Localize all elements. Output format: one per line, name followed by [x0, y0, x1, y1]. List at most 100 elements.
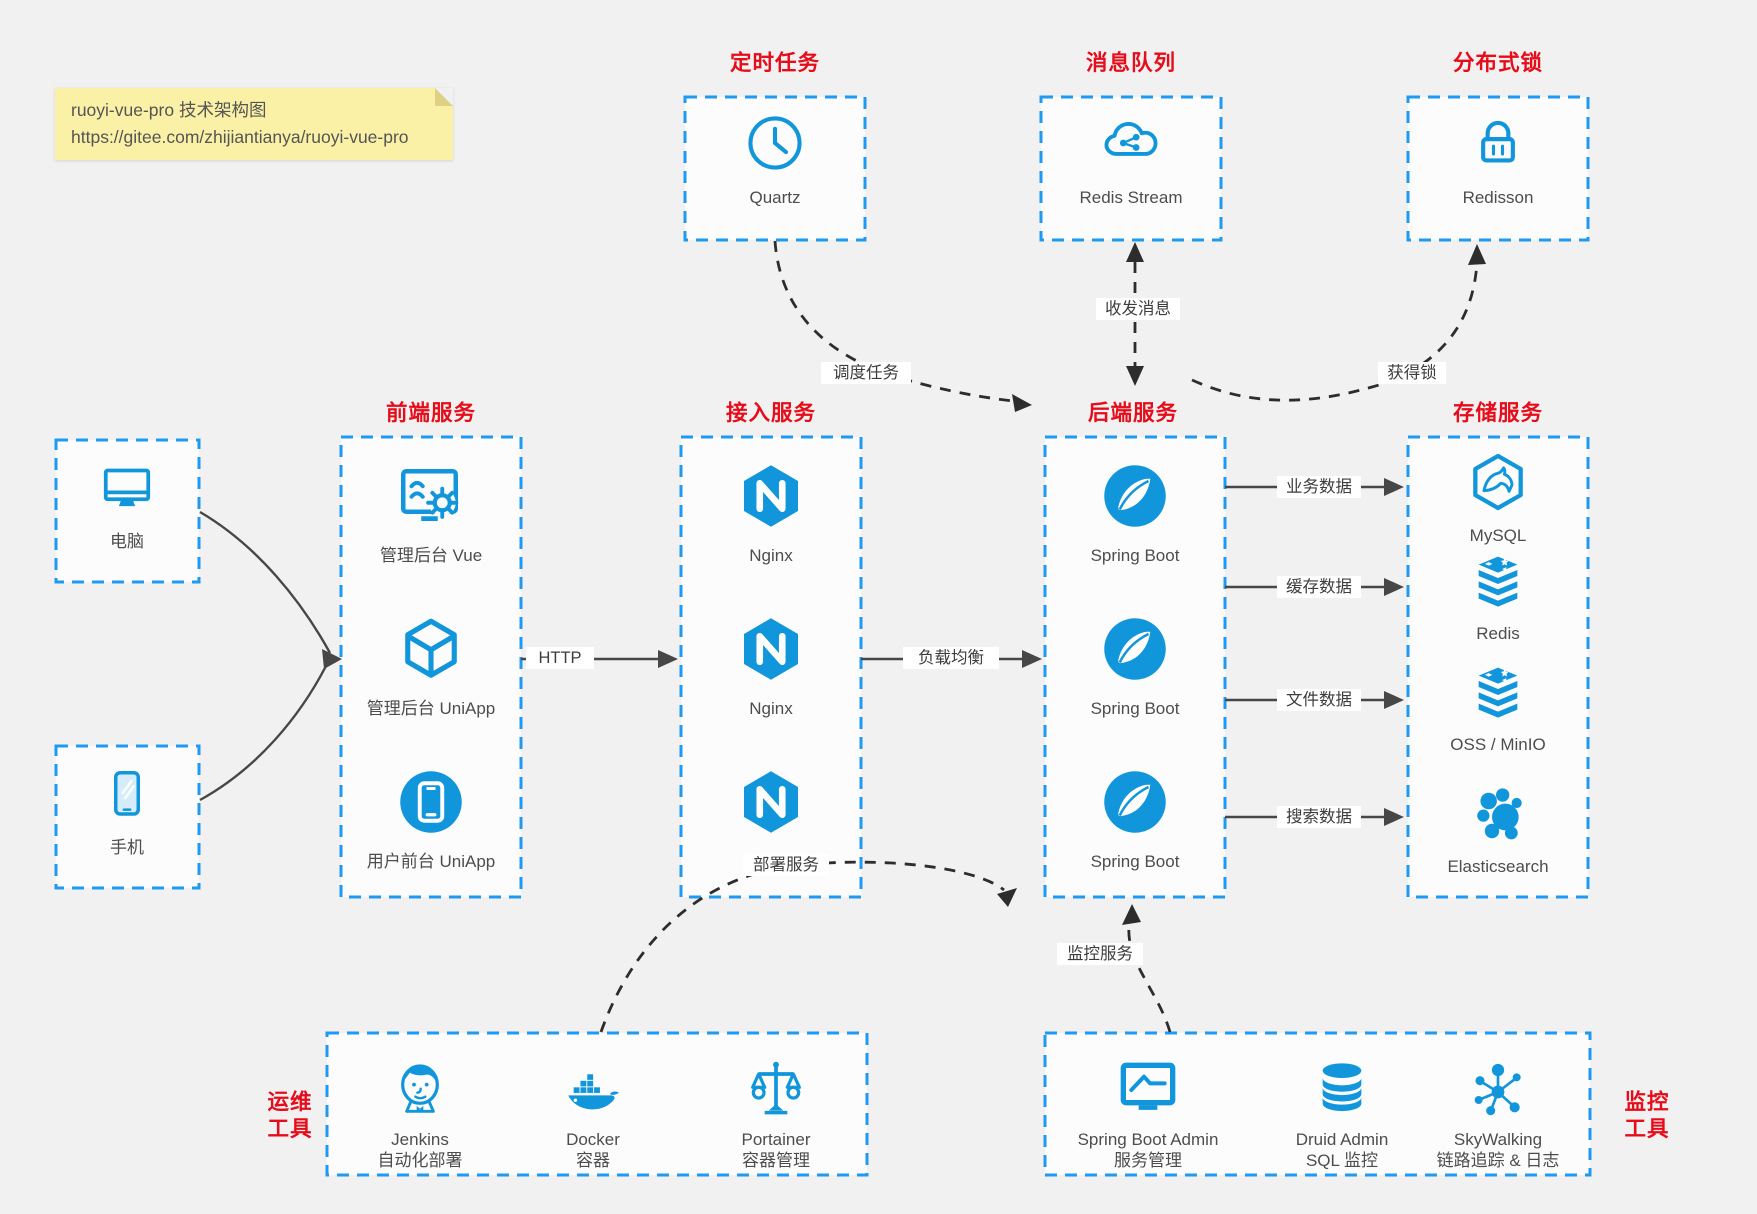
node-label: Spring Boot [1090, 699, 1180, 718]
network-nodes-icon [1466, 1056, 1530, 1120]
node-oss-minio: OSS / MinIO [1413, 659, 1583, 755]
node-skywalking: SkyWalking 链路追踪 & 日志 [1403, 1056, 1593, 1171]
node-sublabel: 自动化部署 [377, 1151, 463, 1170]
node-docker: Docker 容器 [508, 1056, 678, 1171]
node-nginx-1: Nginx [686, 460, 856, 566]
node-sublabel: 容器 [576, 1151, 610, 1170]
node-sublabel: SQL 监控 [1305, 1151, 1379, 1170]
group-box-mq [1039, 95, 1223, 242]
node-label: 电脑 [110, 532, 144, 551]
note-title: ruoyi-vue-pro 技术架构图 [71, 100, 267, 120]
edge-label-messages: 收发消息 [1096, 298, 1180, 320]
node-label: MySQL [1469, 526, 1527, 545]
desktop-icon [97, 458, 157, 518]
node-elasticsearch: Elasticsearch [1413, 781, 1583, 877]
group-box-pc [54, 438, 201, 584]
edge-label-business-data: 业务数据 [1277, 476, 1361, 498]
node-label: Spring Boot Admin [1077, 1130, 1219, 1149]
node-redis-stream: Redis Stream [1061, 112, 1201, 208]
node-redis: Redis [1413, 548, 1583, 644]
jenkins-icon [388, 1056, 452, 1120]
node-jenkins: Jenkins 自动化部署 [335, 1056, 505, 1171]
node-mysql: MySQL [1413, 450, 1583, 546]
node-label: Portainer [741, 1130, 811, 1149]
title-lock: 分布式锁 [1452, 51, 1543, 75]
spring-leaf-icon [1099, 766, 1171, 838]
node-label: Elasticsearch [1447, 857, 1549, 876]
title-frontend: 前端服务 [385, 401, 476, 425]
edge-label-file-data: 文件数据 [1277, 689, 1361, 711]
spring-leaf-icon [1099, 613, 1171, 685]
nginx-icon [735, 613, 807, 685]
cube-icon [395, 613, 467, 685]
node-redisson: Redisson [1428, 112, 1568, 208]
node-springboot-2: Spring Boot [1050, 613, 1220, 719]
node-sublabel: 链路追踪 & 日志 [1436, 1151, 1560, 1170]
edge-label-monitor: 监控服务 [1057, 943, 1143, 965]
title-mq: 消息队列 [1085, 51, 1176, 75]
nginx-icon [735, 766, 807, 838]
clock-icon [744, 112, 806, 174]
node-admin-vue: 管理后台 Vue [346, 460, 516, 566]
node-label: OSS / MinIO [1450, 735, 1546, 754]
node-label: 管理后台 Vue [379, 546, 483, 565]
group-box-mobile [54, 744, 201, 890]
node-label: 管理后台 UniApp [366, 699, 496, 718]
edge-mobile-to-frontend [199, 665, 328, 802]
note-fold-corner [435, 88, 453, 106]
phone-icon [97, 764, 157, 824]
node-label: Spring Boot [1090, 546, 1180, 565]
scales-icon [744, 1056, 808, 1120]
node-label: Quartz [749, 188, 801, 207]
solid-arrowheads [322, 478, 1404, 826]
docker-whale-icon [561, 1056, 625, 1120]
node-label: 手机 [110, 838, 144, 857]
edge-acquire-lock-curve [1191, 261, 1479, 402]
node-druid-admin: Druid Admin SQL 监控 [1247, 1056, 1437, 1171]
node-springboot-3: Spring Boot [1050, 766, 1220, 872]
database-icon [1310, 1056, 1374, 1120]
node-springboot-admin: Spring Boot Admin 服务管理 [1053, 1056, 1243, 1171]
node-portainer: Portainer 容器管理 [691, 1056, 861, 1171]
title-monitoring: 监控 工具 [1624, 1090, 1670, 1141]
node-label: SkyWalking [1453, 1130, 1543, 1149]
note-url: https://gitee.com/zhijiantianya/ruoyi-vu… [71, 127, 409, 147]
nginx-icon [735, 460, 807, 532]
edge-pc-to-frontend [199, 510, 332, 654]
mobile-app-icon [395, 766, 467, 838]
node-label: Jenkins [391, 1130, 449, 1149]
group-box-lock [1406, 95, 1590, 242]
mysql-dolphin-icon [1466, 450, 1530, 514]
node-label: Redisson [1462, 188, 1534, 207]
edge-label-search-data: 搜索数据 [1277, 806, 1361, 828]
lock-icon [1467, 112, 1529, 174]
title-storage: 存储服务 [1452, 401, 1543, 425]
edge-monitor-curve [1127, 919, 1172, 1033]
node-quartz: Quartz [705, 112, 845, 208]
node-label: Redis [1476, 624, 1520, 643]
redis-stack-icon [1466, 548, 1530, 612]
node-sublabel: 容器管理 [742, 1151, 810, 1170]
node-sublabel: 服务管理 [1114, 1151, 1182, 1170]
admin-console-icon [395, 460, 467, 532]
node-user-uniapp: 用户前台 UniApp [346, 766, 516, 872]
edge-label-schedule: 调度任务 [821, 362, 911, 384]
edge-label-acquire-lock: 获得锁 [1378, 362, 1446, 384]
node-pc: 电脑 [62, 458, 192, 552]
title-backend: 后端服务 [1087, 401, 1178, 425]
sticky-note: ruoyi-vue-pro 技术架构图 https://gitee.com/zh… [55, 88, 453, 160]
object-storage-stack-icon [1466, 659, 1530, 723]
dashed-arrowheads [997, 242, 1486, 925]
node-springboot-1: Spring Boot [1050, 460, 1220, 566]
edge-label-cache-data: 缓存数据 [1277, 576, 1361, 598]
title-access: 接入服务 [725, 401, 816, 425]
node-label: Docker [566, 1130, 620, 1149]
edge-label-load-balance: 负载均衡 [903, 647, 999, 669]
node-mobile: 手机 [62, 764, 192, 858]
node-label: Druid Admin [1295, 1130, 1389, 1149]
edge-label-deploy: 部署服务 [743, 854, 829, 876]
title-scheduled: 定时任务 [729, 51, 820, 75]
node-nginx-2: Nginx [686, 613, 856, 719]
